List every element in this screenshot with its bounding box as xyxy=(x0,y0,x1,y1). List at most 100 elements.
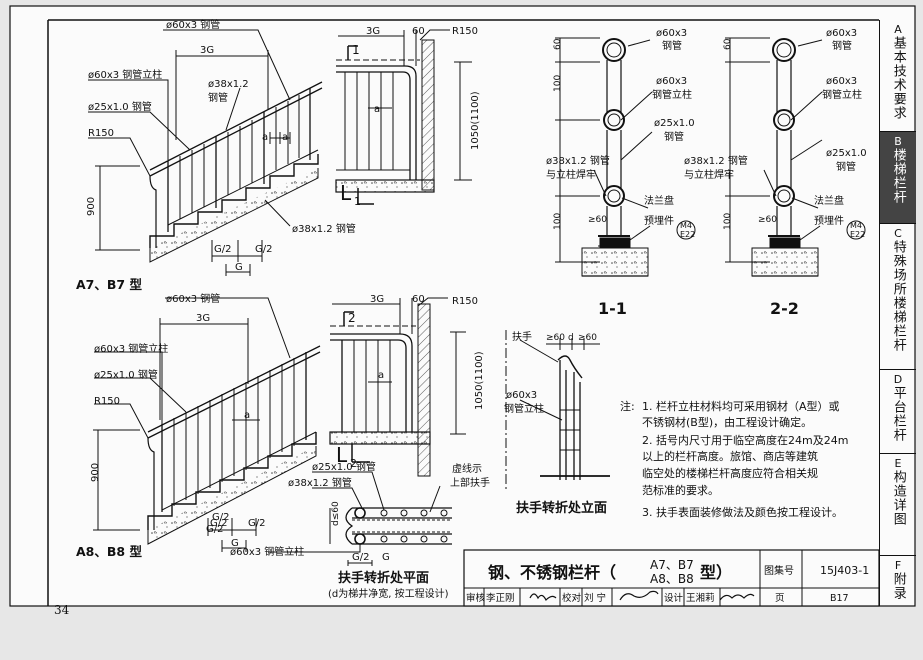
note-line-7: 3. 扶手表面装修做法及颜色按工程设计。 xyxy=(642,505,843,519)
note-line-3: 2. 括号内尺寸用于临空高度在24m及24m xyxy=(642,433,848,447)
label-weld1-s2: ø38x1.2 钢管 xyxy=(684,154,748,167)
type-a7b7: A7、B7 型 xyxy=(76,277,142,292)
label-weld2-s1: 与立柱焊牢 xyxy=(546,168,596,181)
dim-3g-top: 3G xyxy=(200,45,214,56)
tab-title: 楼梯栏杆 xyxy=(890,148,906,204)
dim-d-plan: d≤60 xyxy=(331,501,341,526)
title-block xyxy=(463,549,880,607)
dim-60-l2: 60 xyxy=(412,294,425,305)
dim-100-s2: 100 xyxy=(723,213,733,230)
label-p25-top: ø25x1.0 钢管 xyxy=(88,100,152,113)
label-r150-l2: R150 xyxy=(452,296,478,307)
label-p60x3-elev: ø60x3 xyxy=(506,390,537,401)
tab-letter: B xyxy=(894,135,902,148)
atlas-label: 图集号 xyxy=(764,564,794,577)
label-post-plan: ø60x3 钢管立柱 xyxy=(230,545,304,558)
dim-900-mid: 900 xyxy=(90,463,101,482)
label-pipe-s1b: 钢管 xyxy=(664,130,684,143)
atlas-number: 15J403-1 xyxy=(820,564,869,577)
designer-name: 王湘莉 xyxy=(686,592,715,604)
section-2-2-title: 2-2 xyxy=(770,299,799,318)
dim-d-elev: d xyxy=(568,333,574,343)
label-p25-s1: ø25x1.0 xyxy=(654,118,695,129)
dim-g2-mid-2: G/2 xyxy=(248,518,265,529)
label-p25-mid: ø25x1.0 钢管 xyxy=(94,368,158,381)
page-label: 页 xyxy=(775,593,785,604)
dim-ge60-elev-1: ≥60 xyxy=(546,333,565,343)
label-e22-s1: E22 xyxy=(680,230,695,239)
dim-a-top-1: a xyxy=(262,132,268,143)
label-p25-plan: ø25x1.0 钢管 xyxy=(312,460,376,473)
tab-letter: D xyxy=(893,373,903,386)
label-p25-s2: ø25x1.0 xyxy=(826,148,867,159)
stair-a8b8-drawing xyxy=(93,297,321,552)
section-1-1-drawing xyxy=(555,37,696,277)
dim-ge60-s1: ≥60 xyxy=(588,215,607,225)
tab-letter: A xyxy=(894,23,902,36)
label-post-top: ø60x3 钢管立柱 xyxy=(88,68,162,81)
note-line-2: 不锈钢材(B型)，由工程设计确定。 xyxy=(642,415,812,429)
dim-g2-plan-2: G/2 xyxy=(206,524,223,535)
label-r150-top: R150 xyxy=(88,128,114,139)
sidebar-tab-b[interactable]: B 楼梯栏杆 xyxy=(880,132,916,224)
section-2-2-drawing xyxy=(725,37,866,277)
dim-g-top: G xyxy=(235,262,243,273)
label-flange-s2: 法兰盘 xyxy=(814,194,844,207)
dim-g-plan: G xyxy=(382,552,390,563)
l2-subscript: 2 xyxy=(350,457,357,470)
label-weld1-s1: ø38x1.2 钢管 xyxy=(546,154,610,167)
label-m4-s1: M4 xyxy=(680,221,692,230)
sidebar-tab-d[interactable]: D 平台栏杆 xyxy=(880,370,916,454)
label-flange-s1: 法兰盘 xyxy=(644,194,674,207)
l2-symbol: L xyxy=(336,443,348,467)
page-no: B17 xyxy=(830,593,849,604)
sidebar-tab-f[interactable]: F 附录 xyxy=(880,556,916,606)
dim-g2-top-2: G/2 xyxy=(255,244,272,255)
label-pipe-s2: 钢管 xyxy=(832,39,852,52)
dim-g2-plan-3: G/2 xyxy=(352,552,369,563)
l2-cut-mark: 2 xyxy=(348,311,356,325)
title-line1: A7、B7 xyxy=(650,558,694,572)
label-dashed-1: 虚线示 xyxy=(452,462,482,475)
dim-g2-plan-1: G/2 xyxy=(212,512,229,523)
title-end: 型） xyxy=(700,563,732,582)
label-m4-s2: M4 xyxy=(850,221,862,230)
chapter-sidebar: A 基本技术要求 B 楼梯栏杆 C 特殊场所楼梯栏杆 D 平台栏杆 E 构造详图… xyxy=(879,20,916,606)
dim-1050-l2: 1050(1100) xyxy=(474,351,485,410)
dim-900-top: 900 xyxy=(86,197,97,216)
tab-title: 基本技术要求 xyxy=(890,36,906,120)
note-line-6: 范标准的要求。 xyxy=(642,483,719,497)
label-e22-s2: E22 xyxy=(850,230,865,239)
section-1-1-title: 1-1 xyxy=(598,299,627,318)
title-line2: A8、B8 xyxy=(650,572,694,586)
dim-g2-top-1: G/2 xyxy=(214,244,231,255)
dim-1050-l1: 1050(1100) xyxy=(470,91,481,150)
elevation-title: 扶手转折处立面 xyxy=(516,500,607,516)
dim-g-mid: G xyxy=(231,538,239,549)
sidebar-tab-a[interactable]: A 基本技术要求 xyxy=(880,20,916,132)
sidebar-tab-e[interactable]: E 构造详图 xyxy=(880,454,916,556)
tab-title: 构造详图 xyxy=(890,470,906,526)
dim-3g-mid: 3G xyxy=(196,313,210,324)
label-post-s2: 钢管立柱 xyxy=(822,88,862,101)
label-p38-plan: ø38x1.2 钢管 xyxy=(288,476,352,489)
label-dashed-2: 上部扶手 xyxy=(450,476,490,489)
label-post-s1: 钢管立柱 xyxy=(652,88,692,101)
tab-letter: F xyxy=(894,559,902,572)
label-p60x3-s1: ø60x3 xyxy=(656,28,687,39)
detail-l1-drawing xyxy=(335,29,472,205)
note-line-5: 临空处的楼梯栏杆高度应符合相关规 xyxy=(642,466,818,480)
tab-letter: E xyxy=(894,457,902,470)
label-pipe-s1: 钢管 xyxy=(662,39,682,52)
sidebar-tab-c[interactable]: C 特殊场所楼梯栏杆 xyxy=(880,224,916,370)
label-pipe-s2b: 钢管 xyxy=(836,160,856,173)
label-embed-s1: 预埋件 xyxy=(644,215,674,227)
dim-ge60-elev-2: ≥60 xyxy=(578,333,597,343)
label-p60x3-top: ø60x3 钢管 xyxy=(166,18,220,31)
dim-a-mid: a xyxy=(244,410,250,421)
label-p60x3-s2b: ø60x3 xyxy=(826,76,857,87)
label-handrail-elev: 扶手 xyxy=(512,330,532,343)
plan-note: (d为梯井净宽, 按工程设计) xyxy=(328,587,449,600)
checker-name: 刘 宁 xyxy=(584,592,606,604)
